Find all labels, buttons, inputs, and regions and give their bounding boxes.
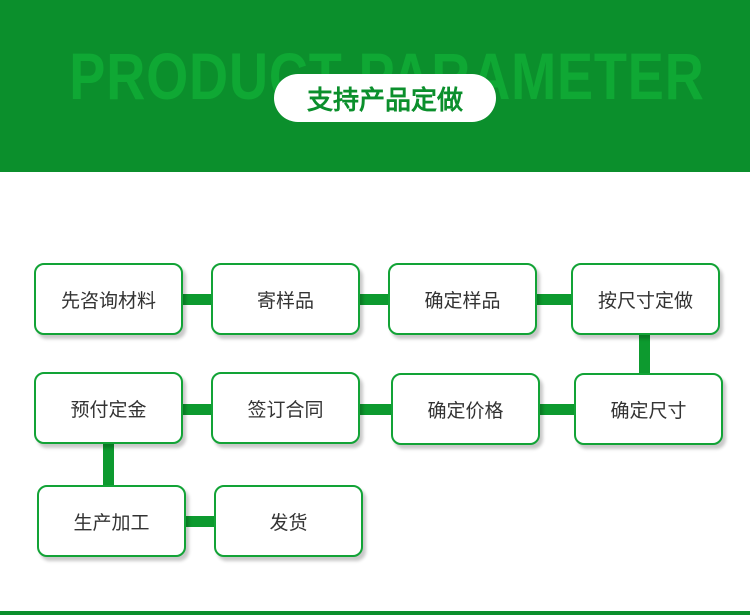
step-pay-deposit: 预付定金 — [34, 372, 183, 444]
connector-7-8 — [182, 404, 212, 415]
connector-8-9 — [103, 442, 114, 488]
connector-5-6 — [538, 404, 575, 415]
step-confirm-price: 确定价格 — [391, 373, 540, 445]
connector-6-7 — [357, 404, 392, 415]
connector-3-4 — [536, 294, 572, 305]
banner-title: 支持产品定做 — [274, 74, 496, 122]
step-confirm-size: 确定尺寸 — [574, 373, 723, 445]
step-sign-contract: 签订合同 — [211, 372, 360, 444]
step-custom-size: 按尺寸定做 — [571, 263, 720, 335]
connector-9-10 — [184, 516, 215, 527]
connector-4-5 — [639, 334, 650, 376]
header-banner: PRODUCT PARAMETER 支持产品定做 — [0, 0, 750, 172]
connector-2-3 — [359, 294, 389, 305]
step-shipping: 发货 — [214, 485, 363, 557]
step-send-sample: 寄样品 — [211, 263, 360, 335]
step-consult-materials: 先咨询材料 — [34, 263, 183, 335]
connector-1-2 — [182, 294, 212, 305]
bottom-divider — [0, 611, 750, 615]
step-production: 生产加工 — [37, 485, 186, 557]
step-confirm-sample: 确定样品 — [388, 263, 537, 335]
